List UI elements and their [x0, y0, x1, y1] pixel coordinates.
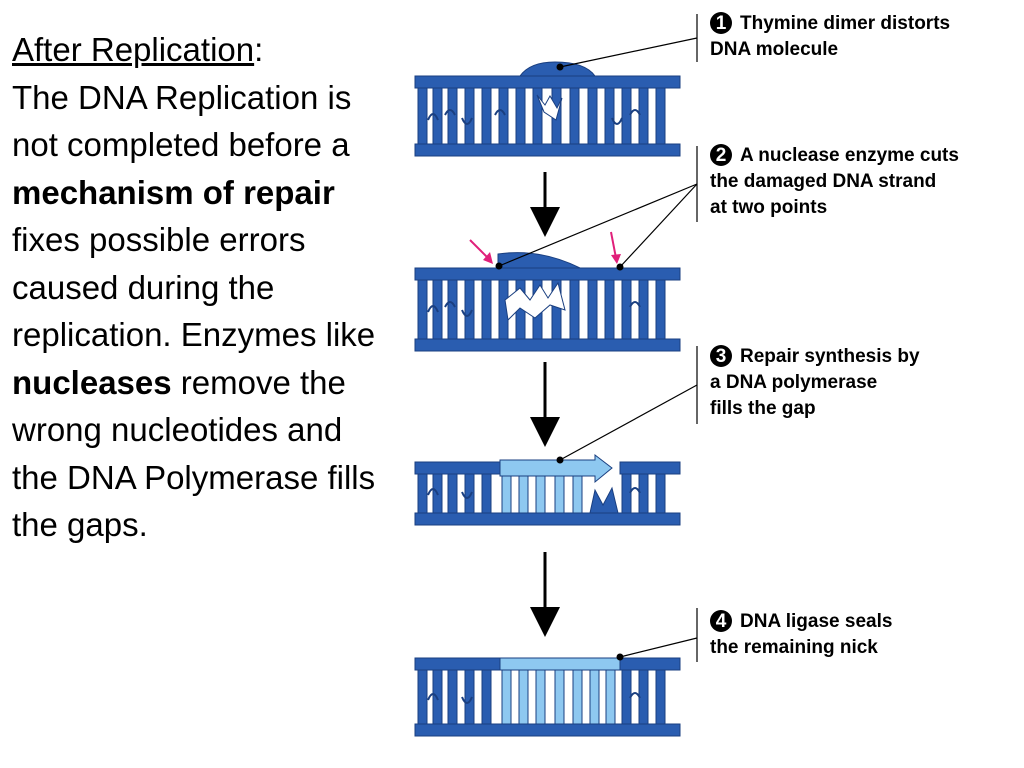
dna-panel-3: [414, 384, 698, 526]
step-label-2: 2 A nuclease enzyme cuts the damaged DNA…: [710, 144, 959, 218]
step-number-badge: [710, 345, 732, 367]
step-line: at two points: [710, 197, 827, 218]
text-segment-3: fixes possible errors caused during the …: [12, 221, 376, 353]
step-line: the damaged DNA strand: [710, 171, 936, 192]
step-line: the remaining nick: [710, 637, 878, 658]
step-number-badge: [710, 12, 732, 34]
text-segment-5: remove the wrong nucleotides and the DNA…: [12, 363, 376, 544]
step-number: 2: [716, 145, 727, 166]
cut-arrow-left: [469, 239, 493, 264]
dna-panel-1: [414, 37, 698, 157]
heading-colon: :: [254, 31, 264, 68]
step-line: DNA molecule: [710, 39, 838, 60]
step-number-badge: [710, 144, 732, 166]
step-line: A nuclease enzyme cuts: [740, 145, 959, 166]
step-line: a DNA polymerase: [710, 372, 877, 393]
step-label-4: 4 DNA ligase seals the remaining nick: [710, 610, 892, 658]
text-segment-1: The DNA Replication is not completed bef…: [12, 78, 352, 164]
text-segment-nucleases: nucleases: [12, 363, 172, 401]
step-number: 4: [716, 611, 727, 632]
text-segment-mechanism-of-repair: mechanism of repair: [12, 173, 335, 211]
step-line: fills the gap: [710, 398, 816, 419]
step-label-1: 1 Thymine dimer distorts DNA molecule: [710, 12, 950, 60]
heading-after-replication: After Replication: [12, 31, 255, 68]
step-number: 3: [716, 346, 727, 367]
dna-panel-2: [414, 183, 698, 352]
dna-panel-4: [414, 637, 698, 737]
explanation-text: After Replication: The DNA Replication i…: [12, 26, 392, 549]
step-line: Repair synthesis by: [740, 346, 920, 367]
step-number-badge: [710, 610, 732, 632]
step-line: DNA ligase seals: [740, 611, 892, 632]
step-line: Thymine dimer distorts: [740, 13, 950, 34]
step-label-3: 3 Repair synthesis by a DNA polymerase f…: [710, 345, 920, 419]
cut-arrow-right: [610, 231, 621, 264]
step-number: 1: [716, 13, 727, 34]
